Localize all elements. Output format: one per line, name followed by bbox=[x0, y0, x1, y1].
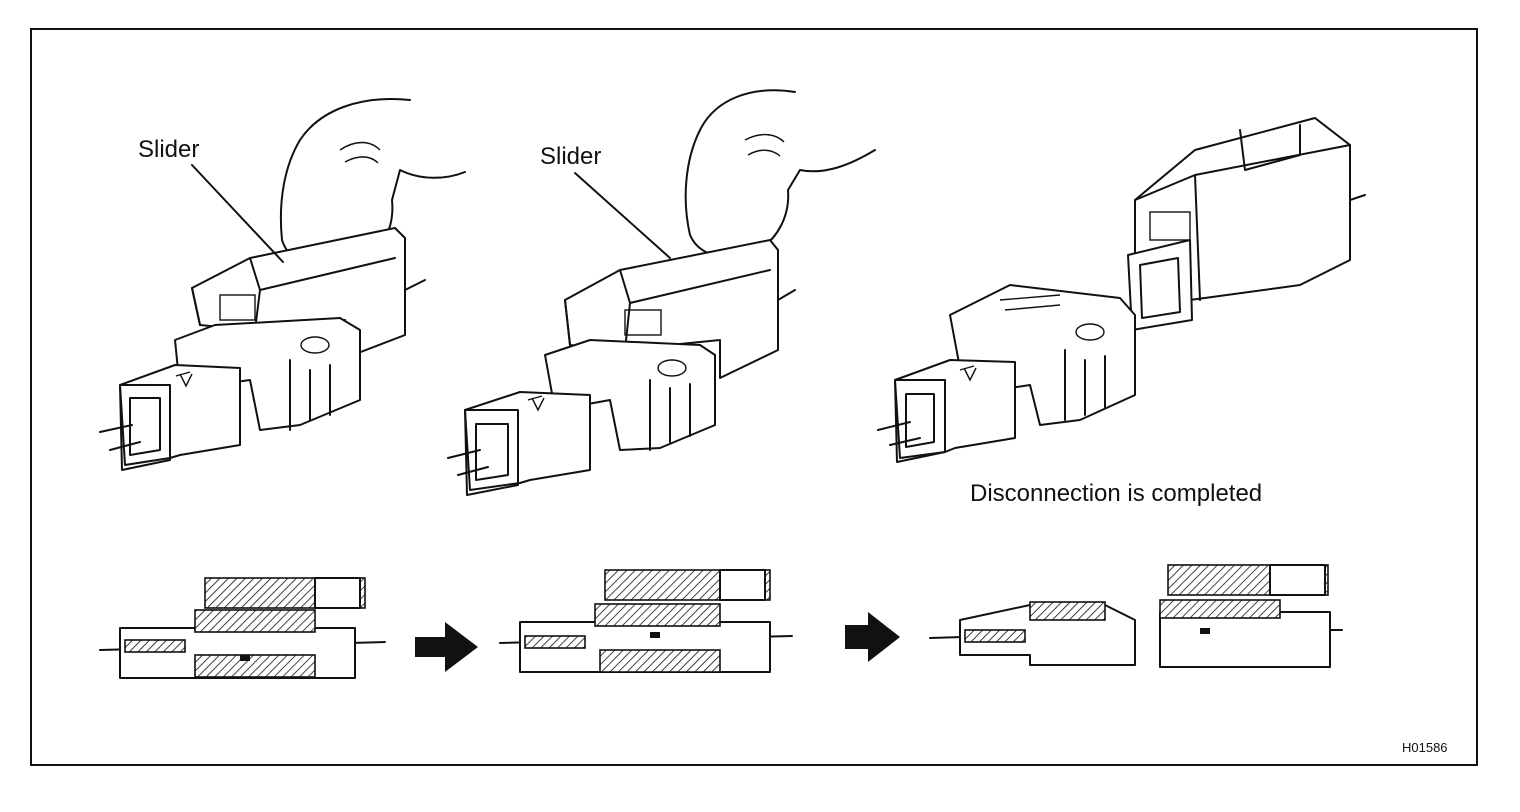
cross-section-3 bbox=[929, 564, 1343, 668]
arrow-right-icon bbox=[845, 612, 900, 662]
step1-connector bbox=[99, 98, 466, 471]
step3-disconnected-connectors bbox=[877, 117, 1366, 463]
disconnection-caption: Disconnection is completed bbox=[970, 480, 1263, 507]
slider-label-2: Slider bbox=[540, 143, 602, 170]
figure-frame bbox=[30, 28, 1478, 766]
arrow-right-icon bbox=[415, 622, 478, 672]
cross-section-1 bbox=[99, 577, 386, 679]
slider-label-1: Slider bbox=[138, 136, 200, 163]
figure-code: H01586 bbox=[1402, 740, 1448, 755]
cross-section-2 bbox=[499, 569, 793, 673]
step2-connector bbox=[447, 89, 876, 496]
finger-press-icon bbox=[684, 89, 876, 259]
